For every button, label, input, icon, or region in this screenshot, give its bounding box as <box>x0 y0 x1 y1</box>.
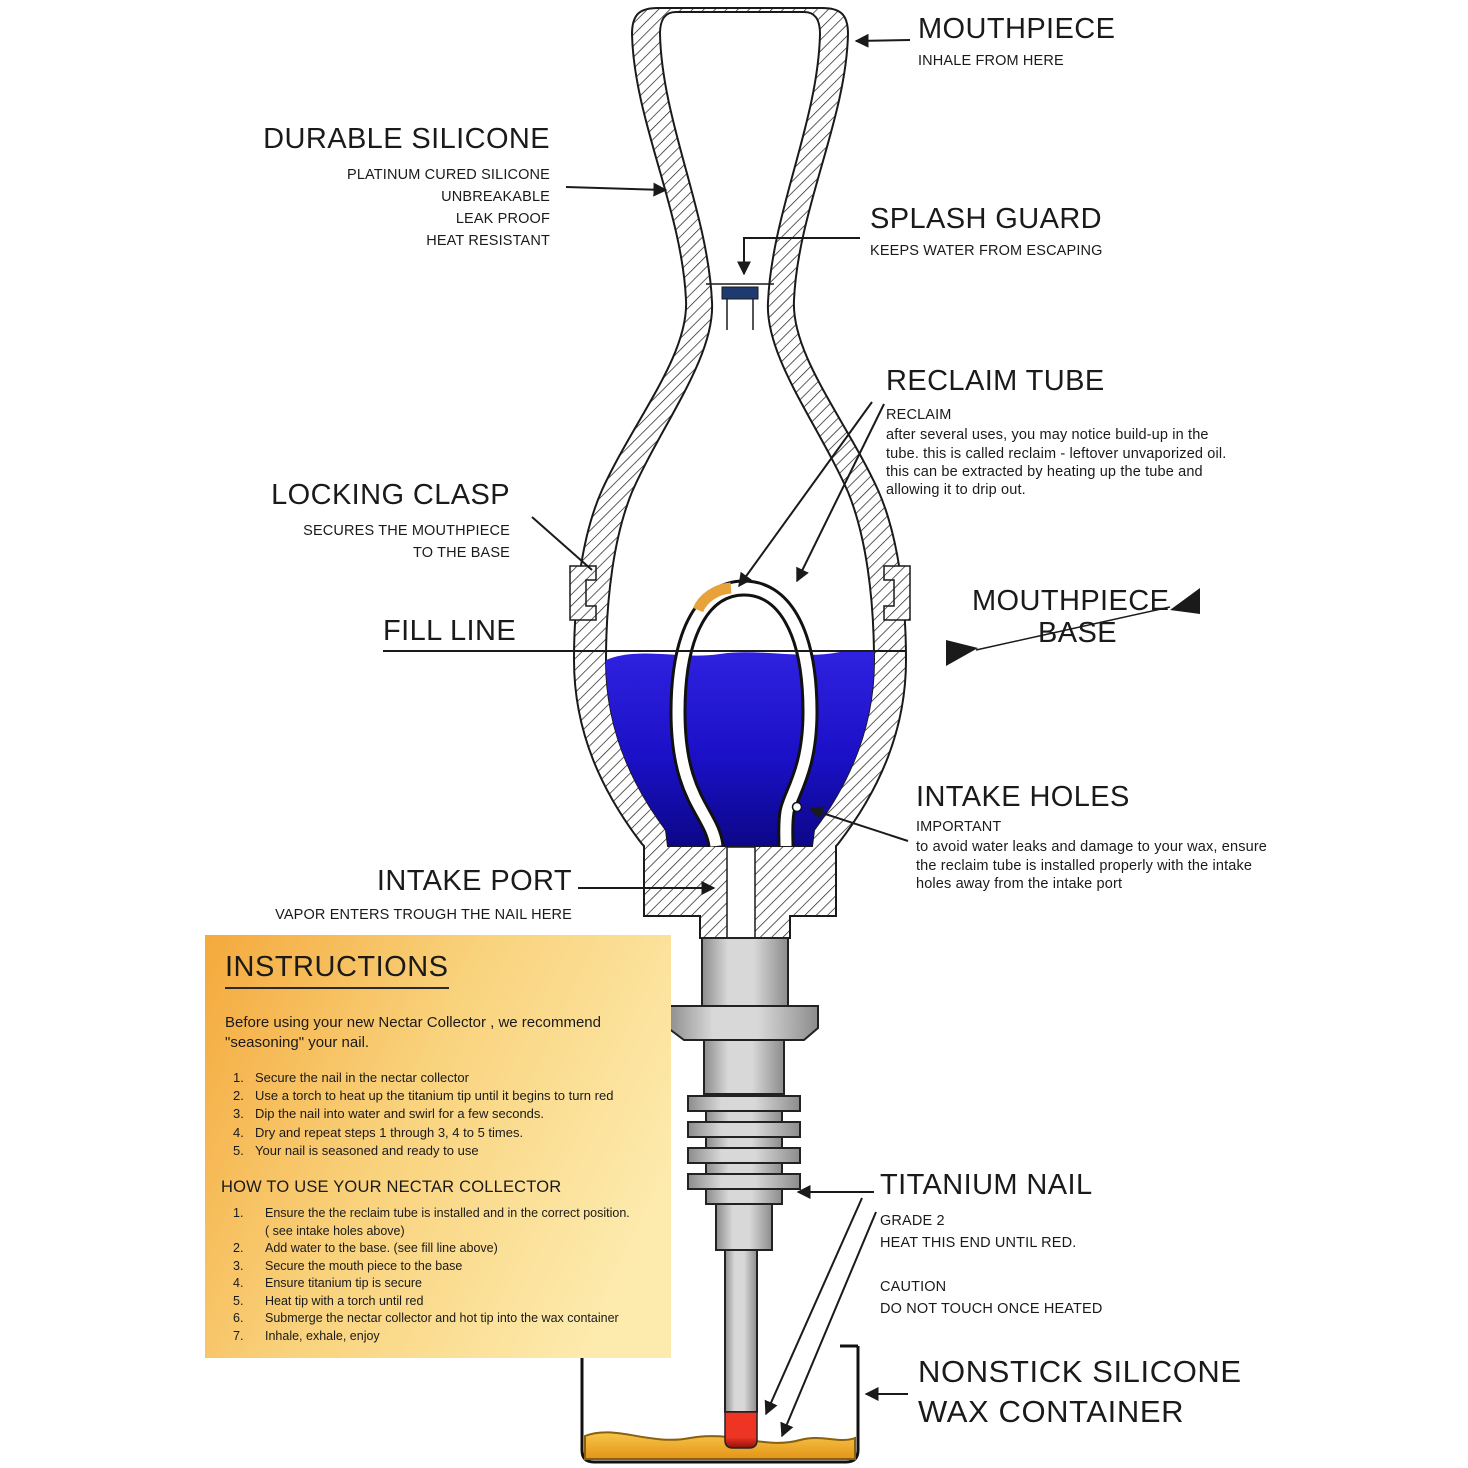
leader-mouthpiece <box>854 33 911 48</box>
durable-silicone-line: UNBREAKABLE <box>441 189 550 206</box>
usage-step: Secure the mouth piece to the base <box>233 1258 463 1275</box>
wax-container-line1: NONSTICK SILICONE <box>918 1354 1242 1389</box>
intake-port-label: INTAKE PORT VAPOR ENTERS TROUGH THE NAIL… <box>250 866 572 926</box>
reclaim-tube-title: RECLAIM TUBE <box>886 365 1105 397</box>
usage-step: Ensure titanium tip is secure <box>233 1275 423 1292</box>
intake-holes-subtitle: IMPORTANT <box>916 819 1002 836</box>
usage-step: Heat tip with a torch until red <box>233 1293 424 1310</box>
intake-port-channel <box>726 846 756 940</box>
leader-intake-holes <box>808 806 909 842</box>
reclaim-tube-label: RECLAIM TUBE RECLAIM after several uses,… <box>886 366 1242 499</box>
seasoning-step: Secure the nail in the nectar collector <box>233 1069 469 1087</box>
usage-step: Submerge the nectar collector and hot ti… <box>233 1310 619 1327</box>
nail-hot-tip <box>724 1411 758 1449</box>
reclaim-subtitle: RECLAIM <box>886 407 952 424</box>
fill-line-label: FILL LINE <box>383 615 517 647</box>
titanium-heat: HEAT THIS END UNTIL RED. <box>880 1235 1077 1252</box>
section-marker <box>946 588 1200 666</box>
titanium-nail-drawing <box>667 937 819 1449</box>
locking-clasp-left <box>569 565 597 621</box>
durable-silicone-label: DURABLE SILICONE PLATINUM CURED SILICONE… <box>228 124 550 252</box>
locking-clasp-line: TO THE BASE <box>412 545 510 562</box>
titanium-nail-label: TITANIUM NAIL GRADE 2 HEAT THIS END UNTI… <box>880 1170 1102 1320</box>
intake-hole <box>791 801 803 813</box>
leader-splash <box>737 237 860 276</box>
wax-container-drawing <box>580 1344 860 1464</box>
leader-lines <box>531 33 911 1438</box>
leader-reclaim-a <box>738 401 873 588</box>
locking-clasp-line: SECURES THE MOUTHPIECE <box>303 523 510 540</box>
reclaim-oil-buildup <box>692 582 732 613</box>
splash-guard-sublabel: KEEPS WATER FROM ESCAPING <box>870 243 1103 260</box>
leader-durable <box>565 182 668 197</box>
leader-clasp <box>531 516 593 571</box>
instructions-panel: INSTRUCTIONS Before using your new Necta… <box>205 935 671 1358</box>
reclaim-tube-drawing <box>669 579 819 848</box>
usage-title: HOW TO USE YOUR NECTAR COLLECTOR <box>221 1178 562 1197</box>
leader-tip-b <box>780 1211 877 1438</box>
locking-clasp-right <box>883 565 911 621</box>
instructions-intro: Before using your new Nectar Collector ,… <box>225 1014 601 1051</box>
intake-holes-label: INTAKE HOLES IMPORTANT to avoid water le… <box>916 782 1268 893</box>
intake-port-sublabel: VAPOR ENTERS TROUGH THE NAIL HERE <box>275 907 572 924</box>
reclaim-body: after several uses, you may notice build… <box>886 427 1227 498</box>
titanium-nail-title: TITANIUM NAIL <box>880 1169 1093 1201</box>
titanium-caution-body: DO NOT TOUCH ONCE HEATED <box>880 1301 1103 1318</box>
locking-clasp-label: LOCKING CLASP SECURES THE MOUTHPIECE TO … <box>252 480 510 564</box>
intake-port-title: INTAKE PORT <box>376 865 572 897</box>
locking-clasp-title: LOCKING CLASP <box>271 479 510 511</box>
usage-step: Ensure the the reclaim tube is installed… <box>233 1205 630 1238</box>
splash-guard-label: SPLASH GUARD KEEPS WATER FROM ESCAPING <box>870 204 1103 262</box>
mouthpiece-label: MOUTHPIECE INHALE FROM HERE <box>918 14 1115 72</box>
splash-guard-drawing <box>706 283 774 330</box>
titanium-caution-title: CAUTION <box>880 1279 947 1296</box>
mouthpiece-sublabel: INHALE FROM HERE <box>918 53 1064 70</box>
durable-silicone-line: PLATINUM CURED SILICONE <box>347 167 550 184</box>
wax-container-label: NONSTICK SILICONE WAX CONTAINER <box>918 1352 1242 1432</box>
instructions-title: INSTRUCTIONS <box>225 951 449 989</box>
mouthpiece-title: MOUTHPIECE <box>918 13 1116 45</box>
leader-tip-a <box>764 1197 863 1416</box>
intake-holes-body: to avoid water leaks and damage to your … <box>916 839 1268 892</box>
usage-step: Inhale, exhale, enjoy <box>233 1328 380 1345</box>
seasoning-step: Dry and repeat steps 1 through 3, 4 to 5… <box>233 1124 524 1142</box>
wax-fill <box>584 1431 856 1460</box>
wax-container-line2: WAX CONTAINER <box>918 1394 1185 1429</box>
durable-silicone-line: LEAK PROOF <box>455 211 550 228</box>
section-marker-base: BASE <box>1038 617 1117 649</box>
seasoning-step: Dip the nail into water and swirl for a … <box>233 1105 545 1123</box>
leader-reclaim-b <box>796 403 885 583</box>
durable-silicone-line: HEAT RESISTANT <box>426 233 550 250</box>
seasoning-step: Use a torch to heat up the titanium tip … <box>233 1087 614 1105</box>
splash-guard-title: SPLASH GUARD <box>870 203 1103 235</box>
durable-silicone-title: DURABLE SILICONE <box>263 123 550 155</box>
section-marker-mouthpiece: MOUTHPIECE <box>972 585 1170 617</box>
seasoning-step: Your nail is seasoned and ready to use <box>233 1142 479 1160</box>
usage-step: Add water to the base. (see fill line ab… <box>233 1240 498 1257</box>
titanium-grade: GRADE 2 <box>880 1213 945 1230</box>
intake-holes-title: INTAKE HOLES <box>916 781 1130 813</box>
usage-steps-list: Ensure the the reclaim tube is installed… <box>225 1205 663 1345</box>
